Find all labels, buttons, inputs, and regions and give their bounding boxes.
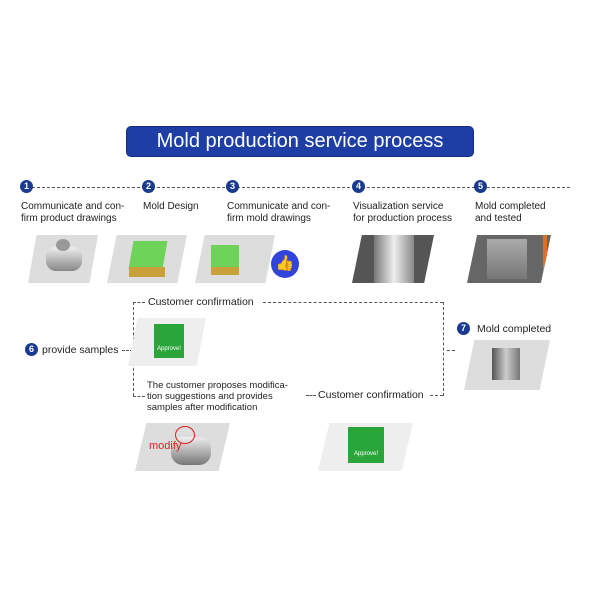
step-label-line: and tested xyxy=(475,213,522,224)
step-label-line: Mold Design xyxy=(143,201,199,212)
connector-line xyxy=(430,395,443,396)
step-number-badge: 5 xyxy=(474,180,487,193)
step-label-line: Mold completed xyxy=(475,201,546,212)
connector-line xyxy=(306,395,316,396)
step-label: Mold Design xyxy=(143,201,199,213)
step-number-badge: 1 xyxy=(20,180,33,193)
customer-confirmation-label: Customer confirmation xyxy=(148,296,254,308)
bracket-line xyxy=(133,302,145,303)
bracket-line xyxy=(263,302,443,303)
modification-text: The customer proposes modifica- tion sug… xyxy=(147,380,288,413)
step-number-badge: 6 xyxy=(25,343,38,356)
modified-sample-image xyxy=(135,423,230,471)
step-label-line: for production process xyxy=(353,213,452,224)
approve-keyboard-image: Approve! xyxy=(128,318,206,366)
step-label: Communicate and con-firm mold drawings xyxy=(227,201,330,225)
approve-key: Approve! xyxy=(348,427,384,463)
mold-completed-label: Mold completed xyxy=(477,323,552,335)
bracket-line xyxy=(133,396,145,397)
completed-mold-image xyxy=(464,340,550,390)
step-label-line: firm product drawings xyxy=(21,213,117,224)
customer-confirmation-label: Customer confirmation xyxy=(318,389,424,401)
modification-line: tion suggestions and provides xyxy=(147,391,273,402)
step-number-badge: 2 xyxy=(142,180,155,193)
step-label-line: firm mold drawings xyxy=(227,213,311,224)
page-title: Mold production service process xyxy=(126,126,474,157)
step-number-badge: 4 xyxy=(352,180,365,193)
step-label-line: Visualization service xyxy=(353,201,444,212)
provide-samples-label: provide samples xyxy=(42,344,119,356)
step-label-line: Communicate and con- xyxy=(21,201,125,212)
mold-design-image xyxy=(107,235,187,283)
timeline-line xyxy=(27,187,570,188)
approve-key: Approve! xyxy=(154,324,184,358)
machining-image xyxy=(352,235,434,283)
product-motor-image xyxy=(28,235,98,283)
connector-line xyxy=(447,350,455,351)
connector-line xyxy=(122,350,133,351)
step-label: Communicate and con-firm product drawing… xyxy=(21,201,124,225)
step-label-line: Communicate and con- xyxy=(227,201,331,212)
mold-thumbs-up-image xyxy=(195,235,275,283)
bracket-line xyxy=(443,302,444,396)
approve-keyboard-image: Approve! xyxy=(318,423,413,471)
modification-line: samples after modification xyxy=(147,402,258,413)
modify-label: modify xyxy=(149,440,182,452)
modification-line: The customer proposes modifica- xyxy=(147,380,288,391)
mold-testing-image xyxy=(467,235,551,283)
thumbs-up-icon: 👍 xyxy=(271,250,299,278)
step-number-badge: 7 xyxy=(457,322,470,335)
step-number-badge: 3 xyxy=(226,180,239,193)
